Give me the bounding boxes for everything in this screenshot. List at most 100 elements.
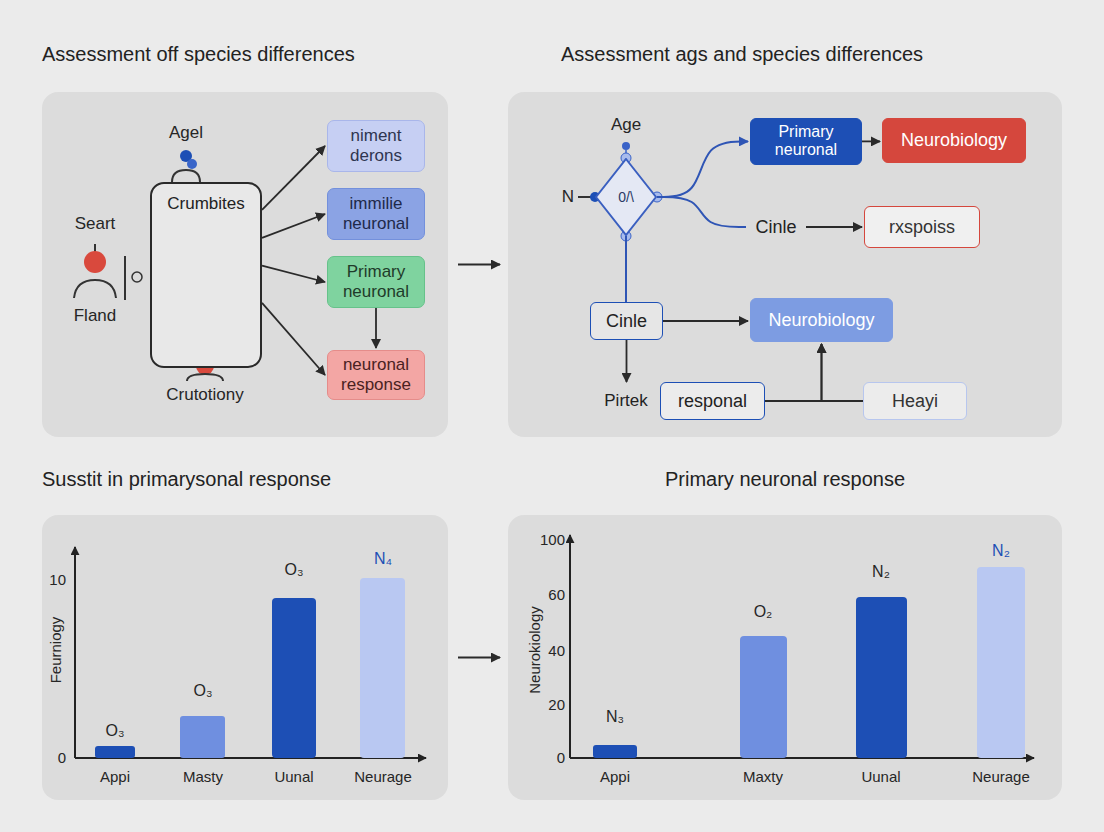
bar	[593, 745, 637, 758]
figure-head	[84, 251, 106, 273]
bar	[272, 598, 316, 758]
node-label: Crumbites	[167, 194, 244, 214]
axis-tick: 20	[548, 696, 565, 713]
leader-line	[578, 196, 592, 198]
panel-heading: Assessment ags and species differences	[561, 43, 1104, 66]
category-label: Appi	[100, 768, 130, 785]
process-box: Primary neuronal	[750, 118, 862, 165]
node-label: Primary neuronal	[334, 262, 418, 301]
node-label: rxspoiss	[889, 217, 955, 238]
node-label: Heayi	[892, 391, 938, 412]
decision-diamond: 0/\	[595, 158, 657, 236]
bar-value: O₃	[106, 722, 125, 740]
figure-head	[196, 357, 214, 375]
bar-value: N₃	[606, 708, 624, 726]
connector	[262, 146, 325, 210]
bar-value: N₄	[374, 550, 392, 568]
figure-label: Agel	[169, 123, 203, 143]
connector	[458, 263, 500, 265]
axis-title: Neurokiology	[526, 606, 543, 694]
panel-heading: Assessment off species differences	[42, 43, 448, 66]
node-label: Cinle	[755, 217, 796, 238]
process-box: Primary neuronal	[327, 256, 425, 308]
text-node: Pirtek	[601, 388, 651, 414]
category-label: Uunal	[861, 768, 900, 785]
category-label: Maxty	[743, 768, 783, 785]
connector	[262, 214, 325, 238]
bar	[360, 578, 405, 758]
connector	[657, 141, 748, 197]
node-label: Neurobiology	[901, 130, 1007, 151]
bar-value: O₃	[194, 682, 213, 700]
process-box: niment derons	[327, 120, 425, 172]
x-axis	[570, 757, 1034, 759]
node-label: Primary neuronal	[757, 123, 855, 160]
process-box: immilie neuronal	[327, 188, 425, 240]
bracket	[124, 256, 126, 300]
connector	[375, 308, 377, 348]
bar	[977, 567, 1025, 758]
node-dot	[622, 142, 630, 150]
axis-tick: 0	[557, 749, 565, 766]
figure-body	[74, 280, 116, 298]
connector	[663, 320, 748, 322]
category-label: Neurage	[972, 768, 1030, 785]
axis-tick: 40	[548, 642, 565, 659]
process-box: rxspoiss	[864, 206, 980, 248]
connector	[862, 140, 880, 142]
y-axis	[569, 535, 571, 758]
axis-tick: 100	[540, 531, 565, 548]
node-label: niment derons	[334, 126, 418, 165]
connector	[806, 226, 862, 228]
text-node: Cinle	[750, 214, 802, 240]
bar	[856, 597, 907, 758]
axis-tick: 10	[49, 571, 66, 588]
figure-body	[187, 374, 223, 381]
connector	[626, 340, 628, 382]
connector	[262, 303, 325, 375]
axis-title: Feurniogy	[47, 617, 64, 684]
bar-value: O₂	[754, 603, 773, 621]
vertex-dot	[590, 192, 600, 202]
bar	[740, 636, 787, 758]
connector	[822, 344, 864, 401]
figure-stem	[94, 244, 96, 252]
figure-label: Age	[611, 115, 641, 135]
axis-tick: 0	[58, 749, 66, 766]
process-box: responal	[660, 382, 765, 420]
panel-heading: Primary neuronal response	[508, 468, 1062, 491]
process-box: Neurobiology	[882, 118, 1026, 163]
vertex-dot	[621, 153, 631, 163]
bar-value: N₂	[872, 563, 890, 581]
figure-body	[172, 170, 200, 182]
connector	[262, 266, 325, 282]
process-box: Cinle	[590, 302, 663, 340]
process-box: Heayi	[863, 382, 967, 420]
bar	[180, 716, 225, 758]
node-label: neuronal response	[334, 355, 418, 394]
pin-label: N	[562, 187, 574, 207]
diamond-shape	[596, 159, 656, 235]
category-label: Neurage	[354, 768, 412, 785]
figure-head	[187, 159, 197, 169]
category-label: Appi	[600, 768, 630, 785]
node-label: 0/\	[618, 189, 634, 205]
figure-label: Crutotiony	[166, 385, 243, 405]
axis-tick: 60	[548, 586, 565, 603]
category-label: Masty	[183, 768, 223, 785]
connector	[458, 656, 500, 658]
connector	[657, 197, 746, 227]
node-label: immilie neuronal	[334, 194, 418, 233]
panel: Assessment ags and species differences0/…	[508, 92, 1062, 437]
y-axis	[74, 547, 76, 758]
bar-value: N₂	[992, 542, 1010, 560]
connector	[765, 344, 822, 401]
panel-heading: Susstit in primarysonal response	[42, 468, 448, 491]
bar-value: O₃	[285, 561, 304, 579]
category-label: Uunal	[274, 768, 313, 785]
group-box: Crumbites	[150, 182, 262, 368]
figure-mark	[192, 342, 212, 350]
figure-label: Fland	[74, 306, 117, 326]
node-label: Pirtek	[604, 391, 647, 411]
